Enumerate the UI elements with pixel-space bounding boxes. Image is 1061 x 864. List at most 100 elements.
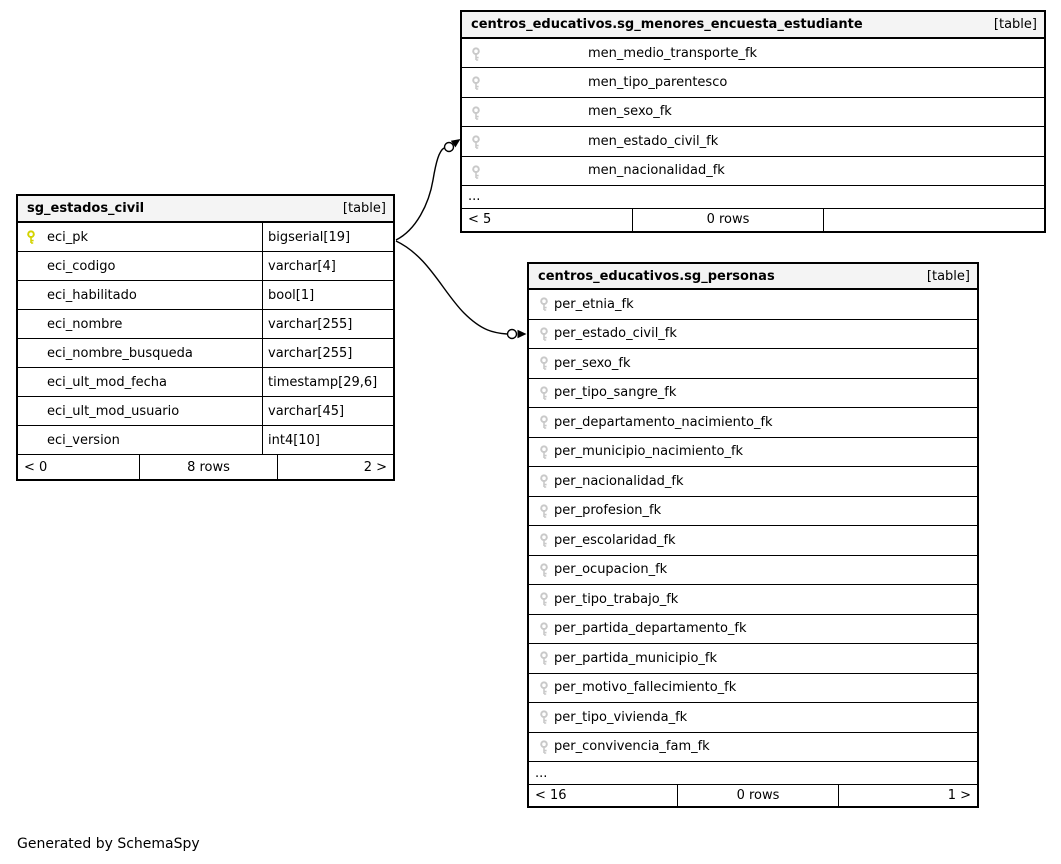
column-row: per_profesion_fk [529,496,977,526]
column-name: men_tipo_parentesco [588,75,728,91]
column-row: per_estado_civil_fk [529,319,977,349]
footer-next-count [823,208,1044,231]
column-row: men_nacionalidad_fk [462,156,1044,186]
column-name: per_departamento_nacimiento_fk [554,414,773,430]
table-sg-personas: centros_educativos.sg_personas [table] p… [527,262,979,808]
foreign-key-icon [470,76,482,91]
column-row: per_municipio_nacimiento_fk [529,437,977,467]
foreign-key-icon [538,681,550,695]
footer-row-count: 8 rows [139,455,277,479]
foreign-key-icon [538,445,550,459]
foreign-key-icon [538,592,550,607]
column-row: per_nacionalidad_fk [529,467,977,497]
relationship-line-personas [395,240,508,335]
foreign-key-icon [538,710,550,725]
table-footer: < 0 8 rows 2 > [18,455,393,479]
footer-prev-count: < 5 [468,212,492,228]
column-row: per_motivo_fallecimiento_fk [529,673,977,703]
generated-by-note: Generated by SchemaSpy [17,836,200,852]
column-type: bigserial[19] [262,223,393,251]
column-name: men_nacionalidad_fk [588,163,725,179]
column-name: per_municipio_nacimiento_fk [554,444,744,460]
footer-prev-count: < 16 [535,788,567,803]
foreign-key-icon [470,135,482,149]
foreign-key-icon [538,740,550,754]
table-footer: < 5 0 rows [462,208,1044,231]
column-row: men_tipo_parentesco [462,68,1044,98]
column-row: per_escolaridad_fk [529,526,977,556]
column-name: per_tipo_vivienda_fk [554,709,688,725]
column-row: per_ocupacion_fk [529,555,977,585]
hidden-columns-ellipsis: ... [529,762,977,785]
relationship-arrow-personas [517,329,527,339]
relationship-line-menores [395,147,445,241]
column-type: int4[10] [262,426,393,454]
column-row: eci_habilitado bool[1] [18,281,393,310]
column-name: per_tipo_sangre_fk [554,385,677,401]
column-type: varchar[45] [262,397,393,425]
column-row: per_partida_departamento_fk [529,614,977,644]
column-name-cell: eci_nombre_busqueda [18,339,262,367]
column-type: varchar[255] [262,310,393,338]
column-row: eci_nombre_busqueda varchar[255] [18,339,393,368]
column-row: per_sexo_fk [529,349,977,379]
column-name: eci_codigo [47,258,116,274]
column-name-cell: eci_habilitado [18,281,262,309]
column-name: per_convivencia_fam_fk [554,739,710,755]
column-name: men_estado_civil_fk [588,133,719,149]
column-name: eci_habilitado [47,287,137,303]
column-name: eci_ult_mod_usuario [47,403,180,419]
table-header: centros_educativos.sg_personas [table] [529,264,977,290]
table-footer: < 16 0 rows 1 > [529,785,977,806]
column-name: men_medio_transporte_fk [588,45,758,61]
column-row: per_tipo_trabajo_fk [529,585,977,615]
column-name: eci_nombre [47,316,123,332]
column-name-cell: eci_nombre [18,310,262,338]
column-name: per_partida_departamento_fk [554,621,747,637]
column-name: per_etnia_fk [554,296,634,312]
column-row: men_sexo_fk [462,97,1044,128]
column-name: per_estado_civil_fk [554,326,677,342]
column-row: per_convivencia_fam_fk [529,732,977,762]
column-type: timestamp[29,6] [262,368,393,396]
table-sg-menores-encuesta-estudiante: centros_educativos.sg_menores_encuesta_e… [460,10,1046,233]
column-name: per_tipo_trabajo_fk [554,591,679,607]
column-name-cell: eci_pk [18,223,262,251]
footer-next-count: 2 > [277,455,393,479]
table-type-badge: [table] [342,201,386,216]
column-name-cell: eci_ult_mod_fecha [18,368,262,396]
column-name: per_motivo_fallecimiento_fk [554,680,737,696]
column-row: men_medio_transporte_fk [462,39,1044,69]
relationship-circle-menores [443,141,455,153]
table-header: sg_estados_civil [table] [18,196,393,223]
relationship-circle-personas [506,328,518,340]
column-row: eci_nombre varchar[255] [18,310,393,339]
footer-prev-count: < 0 [24,459,48,475]
foreign-key-icon [470,106,482,120]
column-name: per_partida_municipio_fk [554,650,718,666]
column-row: per_tipo_sangre_fk [529,378,977,408]
column-type: bool[1] [262,281,393,309]
foreign-key-icon [538,356,550,371]
column-row: eci_ult_mod_usuario varchar[45] [18,397,393,426]
column-name: per_ocupacion_fk [554,562,668,578]
column-row: eci_ult_mod_fecha timestamp[29,6] [18,368,393,397]
table-title[interactable]: sg_estados_civil [27,201,145,216]
foreign-key-icon [470,164,482,179]
table-header: centros_educativos.sg_menores_encuesta_e… [462,12,1044,39]
table-title[interactable]: centros_educativos.sg_menores_encuesta_e… [471,17,863,32]
column-row: eci_codigo varchar[4] [18,252,393,281]
column-name: per_sexo_fk [554,355,631,371]
column-row: eci_pk bigserial[19] [18,223,393,252]
table-title[interactable]: centros_educativos.sg_personas [538,268,775,284]
foreign-key-icon [538,297,550,312]
column-name: per_nacionalidad_fk [554,473,684,489]
column-row: eci_version int4[10] [18,426,393,455]
relationship-arrow-menores [450,139,461,148]
column-name-cell: eci_codigo [18,252,262,280]
column-row: per_tipo_vivienda_fk [529,703,977,733]
foreign-key-icon [538,563,550,577]
table-sg-estados-civil: sg_estados_civil [table] eci_pk bigseria… [16,194,395,481]
foreign-key-icon [538,533,550,548]
column-row: men_estado_civil_fk [462,127,1044,157]
